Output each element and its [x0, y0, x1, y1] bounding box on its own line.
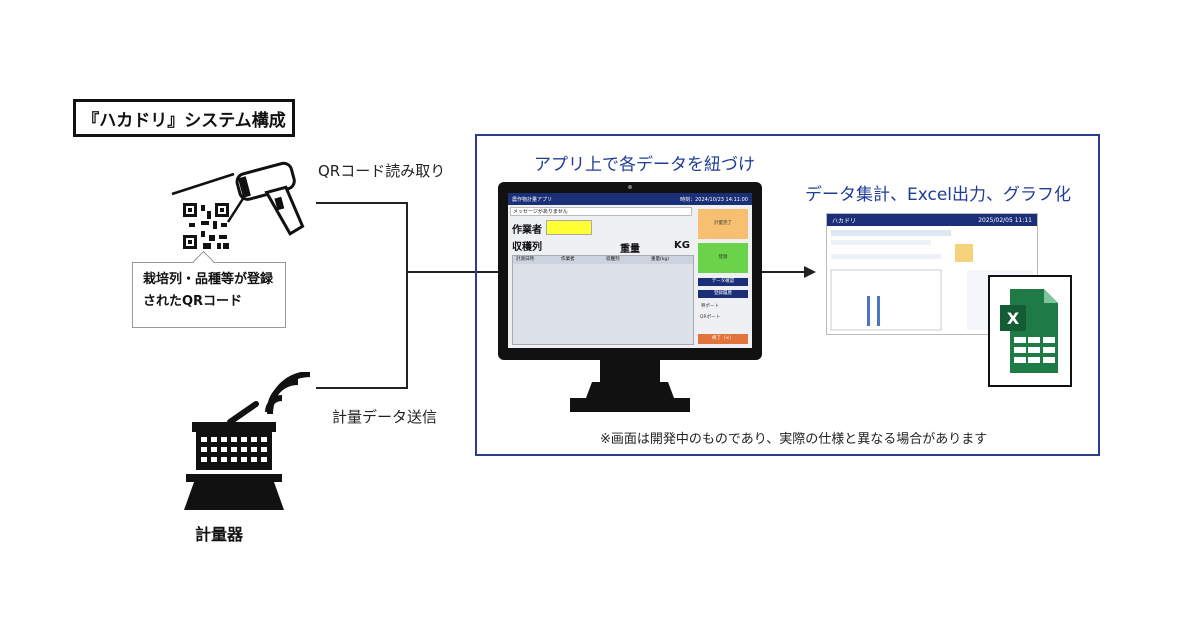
finish-button[interactable]: 計量完了: [698, 209, 748, 239]
table-header: 計測日時 作業者 収穫列 重量(kg): [513, 256, 693, 264]
heading-aggregate: データ集計、Excel出力、グラフ化: [805, 185, 1072, 205]
report-datetime: 2025/02/05 11:11: [978, 216, 1032, 224]
message-bar: メッセージがありません: [510, 207, 692, 216]
report-header: ハカドリ 2025/02/05 11:11: [827, 214, 1037, 226]
label-weigh-send: 計量データ送信: [332, 408, 438, 426]
basket-icon: [184, 401, 284, 510]
col-datetime: 計測日時: [516, 257, 534, 262]
worker-input[interactable]: [546, 220, 592, 235]
diagram-title: 『ハカドリ』システム構成: [73, 99, 295, 137]
end-button[interactable]: 終了（×）: [698, 334, 748, 344]
app-name: 農作物計量アプリ: [512, 196, 553, 203]
label-qr-read: QRコード読み取り: [318, 162, 446, 180]
qr-code-note: 栽培列・品種等が登録されたQRコード: [132, 262, 286, 328]
register-button[interactable]: 登録: [698, 243, 748, 273]
app-panel: [475, 134, 1100, 456]
data-confirm-button[interactable]: データ確認: [698, 278, 748, 286]
col-row: 収穫列: [606, 257, 620, 262]
report-app-name: ハカドリ: [832, 217, 857, 225]
qr-port-label: QRポート: [699, 315, 721, 320]
app-datetime: 時刻：2024/10/23 14:11:00: [680, 196, 748, 203]
excel-icon: X: [988, 275, 1072, 387]
app-screen: 農作物計量アプリ 時刻：2024/10/23 14:11:00 メッセージがあり…: [508, 193, 752, 348]
app-header: 農作物計量アプリ 時刻：2024/10/23 14:11:00: [508, 193, 752, 205]
col-weight: 重量(kg): [651, 257, 669, 262]
row-label: 収穫列: [512, 242, 542, 253]
label-scale: 計量器: [195, 525, 244, 544]
worker-label: 作業者: [512, 225, 542, 236]
scale-port-label: 秤ポート: [701, 304, 719, 309]
history-button[interactable]: 登録履歴: [698, 290, 748, 298]
wifi-signal-icon: [265, 372, 311, 415]
data-table: 計測日時 作業者 収穫列 重量(kg): [512, 255, 694, 345]
heading-app-link: アプリ上で各データを紐づけ: [534, 155, 755, 175]
col-worker: 作業者: [561, 257, 575, 262]
unit-label: KG: [674, 240, 690, 251]
barcode-scanner-icon: [171, 161, 305, 236]
svg-text:X: X: [1007, 309, 1020, 328]
disclaimer-note: ※画面は開発中のものであり、実際の仕様と異なる場合があります: [600, 432, 988, 447]
weight-label: 重量: [620, 244, 640, 255]
qr-code-icon: [183, 203, 229, 249]
